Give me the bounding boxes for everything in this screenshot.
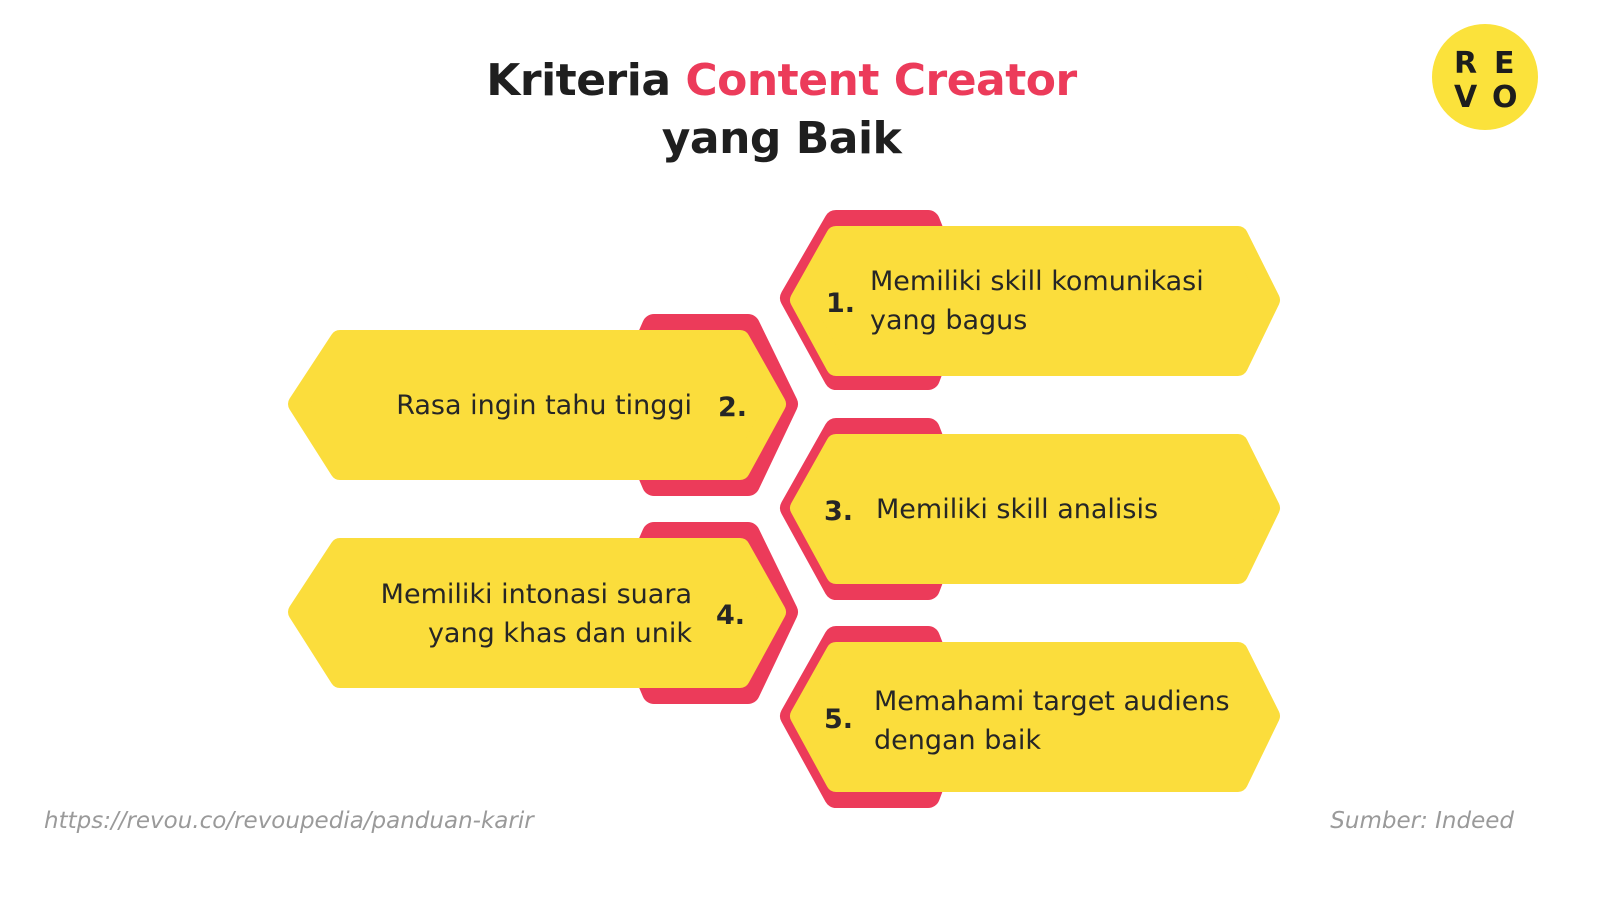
item-3-line1: Memiliki skill analisis — [876, 494, 1159, 525]
item-1-line1: Memiliki skill komunikasi — [870, 266, 1204, 297]
item-1-line2: yang bagus — [870, 305, 1028, 336]
logo-letter-r: R — [1454, 46, 1478, 81]
item-2-text: Rasa ingin tahu tinggi — [396, 386, 692, 425]
hexagon-item-5 — [790, 642, 1280, 792]
source-url: https://revou.co/revoupedia/panduan-kari… — [44, 808, 534, 834]
logo-letter-v: V — [1454, 80, 1478, 115]
item-3-text: Memiliki skill analisis — [876, 490, 1158, 529]
item-2-line1: Rasa ingin tahu tinggi — [396, 390, 692, 421]
item-4-line2: yang khas dan unik — [427, 618, 692, 649]
hexagon-item-4 — [288, 538, 786, 688]
item-3-number: 3. — [824, 496, 854, 527]
title-accent: Content Creator — [685, 55, 1077, 106]
item-5-line2: dengan baik — [874, 725, 1042, 756]
item-5-number: 5. — [824, 704, 854, 735]
item-1-text: Memiliki skill komunikasi yang bagus — [870, 262, 1204, 340]
title-part1: Kriteria — [486, 55, 686, 106]
item-4-line1: Memiliki intonasi suara — [380, 579, 692, 610]
title-line2: yang Baik — [661, 113, 902, 164]
item-1-number: 1. — [826, 288, 856, 319]
hexagon-item-3 — [790, 434, 1280, 584]
page-title: Kriteria Content Creator yang Baik — [0, 52, 1563, 168]
revou-logo: R E V O — [1432, 24, 1538, 130]
logo-letter-o: O — [1492, 80, 1518, 115]
logo-letter-e: E — [1494, 46, 1515, 81]
item-4-number: 4. — [716, 600, 746, 631]
item-5-line1: Memahami target audiens — [874, 686, 1230, 717]
item-2-number: 2. — [718, 392, 748, 423]
hexagon-item-1 — [790, 226, 1280, 376]
source-credit: Sumber: Indeed — [1330, 808, 1514, 834]
item-5-text: Memahami target audiens dengan baik — [874, 682, 1230, 760]
hexagon-item-2 — [288, 330, 786, 480]
item-4-text: Memiliki intonasi suara yang khas dan un… — [381, 575, 692, 653]
